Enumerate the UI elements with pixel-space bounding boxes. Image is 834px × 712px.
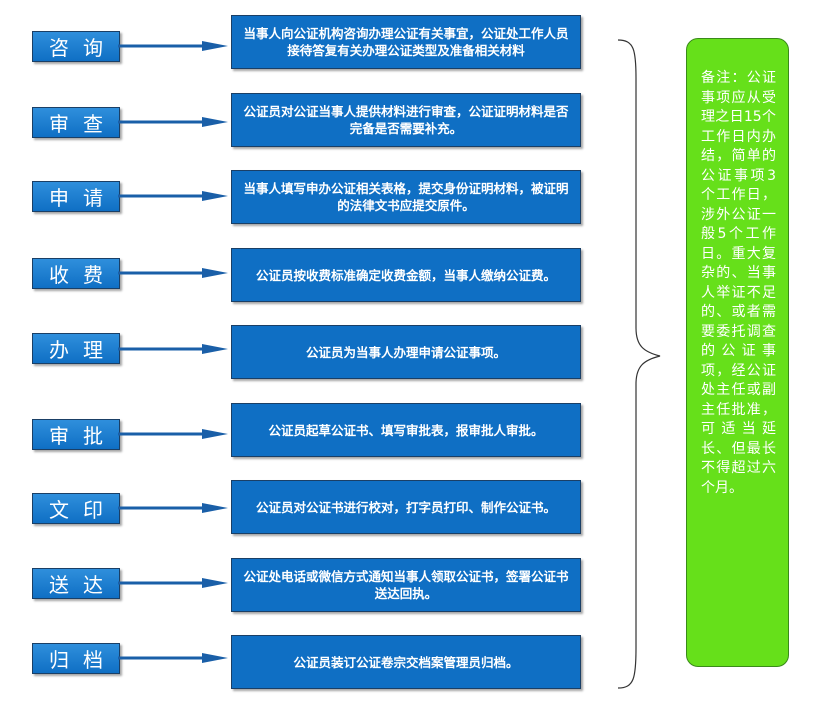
arrow-icon xyxy=(118,653,228,663)
note-text: 备注：公证事项应从受理之日15个工作日内办结，简单的公证事项3个工作日，涉外公证… xyxy=(701,70,776,496)
arrow-icon xyxy=(118,117,228,127)
arrow-icon xyxy=(118,191,228,201)
step-handle: 办理 xyxy=(32,333,120,364)
curly-brace-icon xyxy=(617,39,661,689)
note-box: 备注：公证事项应从受理之日15个工作日内办结，简单的公证事项3个工作日，涉外公证… xyxy=(686,38,789,667)
step-fee: 收费 xyxy=(32,258,120,289)
step-review: 审查 xyxy=(32,107,120,138)
step-archive: 归档 xyxy=(32,643,120,674)
desc-approve: 公证员起草公证书、填写审批表，报审批人审批。 xyxy=(231,403,581,457)
arrow-icon xyxy=(118,503,228,513)
desc-deliver: 公证处电话或微信方式通知当事人领取公证书，签署公证书送达回执。 xyxy=(231,558,581,612)
desc-apply: 当事人填写申办公证相关表格，提交身份证明材料，被证明的法律文书应提交原件。 xyxy=(231,170,581,224)
desc-handle: 公证员为当事人办理申请公证事项。 xyxy=(231,325,581,379)
arrow-icon xyxy=(118,344,228,354)
arrow-icon xyxy=(118,429,228,439)
arrow-icon xyxy=(118,41,228,51)
step-print: 文印 xyxy=(32,493,120,524)
arrow-icon xyxy=(118,268,228,278)
desc-archive: 公证员装订公证卷宗交档案管理员归档。 xyxy=(231,635,581,689)
desc-print: 公证员对公证书进行校对，打字员打印、制作公证书。 xyxy=(231,480,581,534)
desc-review: 公证员对公证当事人提供材料进行审查，公证证明材料是否完备是否需要补充。 xyxy=(231,93,581,147)
arrow-icon xyxy=(118,578,228,588)
step-apply: 申请 xyxy=(32,181,120,212)
desc-fee: 公证员按收费标准确定收费金额，当事人缴纳公证费。 xyxy=(231,248,581,302)
desc-consult: 当事人向公证机构咨询办理公证有关事宜，公证处工作人员接待答复有关办理公证类型及准… xyxy=(231,15,581,69)
step-consult: 咨询 xyxy=(32,31,120,62)
step-deliver: 送达 xyxy=(32,568,120,599)
step-approve: 审批 xyxy=(32,419,120,450)
